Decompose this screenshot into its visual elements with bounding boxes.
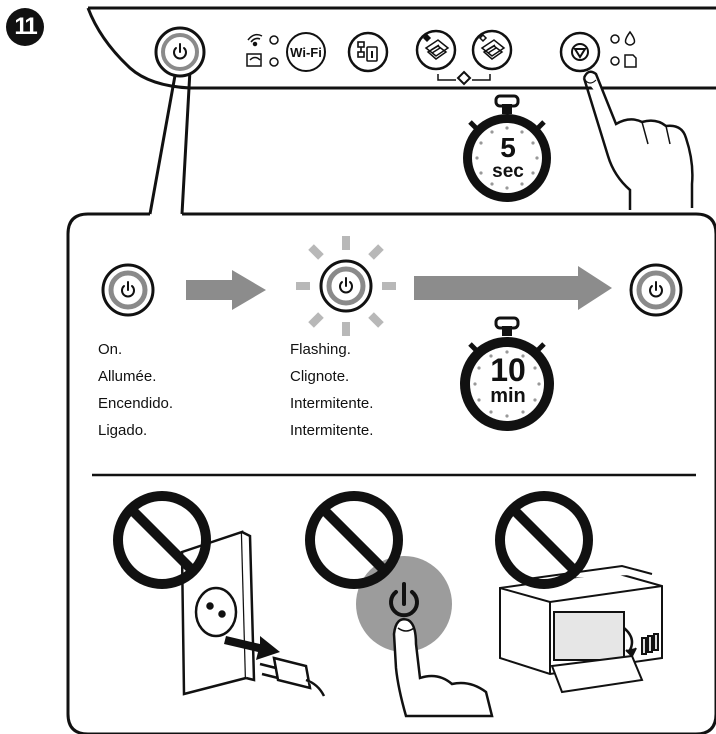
network-status-button[interactable]: [346, 30, 390, 74]
caption-on-pt: Ligado.: [98, 422, 148, 439]
stop-icon: [571, 43, 589, 61]
copy-buttons-group: [415, 29, 513, 86]
wifi-icon: [247, 33, 279, 47]
stopwatch-10-min: [460, 316, 554, 431]
caption-flashing-en: Flashing.: [290, 341, 351, 358]
color-copy-button[interactable]: [471, 29, 513, 71]
timer-10-unit: min: [490, 385, 526, 407]
wifi-button-label: Wi-Fi: [290, 44, 322, 60]
paper-icon: [624, 54, 637, 68]
bw-copy-icon: [422, 33, 450, 60]
prohibited-icon: [495, 491, 593, 589]
wall-outlet-illustration: [180, 530, 256, 696]
network-info-icon: [357, 41, 378, 62]
panel-power-button[interactable]: [152, 24, 208, 80]
power-icon: [389, 582, 419, 618]
caption-on: On. Allumée. Encendido. Ligado.: [98, 336, 173, 444]
unplug-arrow: [224, 636, 280, 660]
caption-flashing-pt: Intermitente.: [290, 422, 374, 439]
timer-5-unit: sec: [492, 161, 524, 182]
ink-tank-windows: [641, 633, 659, 655]
zoom-connector-lines: [148, 69, 192, 215]
power-light-on: [101, 263, 155, 317]
stop-button[interactable]: [556, 28, 606, 78]
prohibited-icon: [305, 491, 403, 589]
prohibited-press-power: [305, 491, 494, 718]
pressing-finger: [392, 618, 494, 718]
wifi-button[interactable]: Wi-Fi: [286, 32, 326, 72]
wifi-direct-icon: [246, 53, 279, 67]
color-copy-icon: [478, 33, 506, 60]
caption-on-en: On.: [98, 341, 123, 358]
power-icon: [121, 281, 135, 298]
stopwatch-5-sec: [463, 94, 551, 202]
combined-press-indicator: [437, 70, 491, 86]
power-icon: [339, 277, 353, 294]
timer-10-value: 10: [490, 352, 526, 388]
detail-panel-outline: [66, 212, 716, 734]
printer-illustration: [499, 564, 663, 694]
caption-flashing-fr: Clignote.: [290, 368, 350, 385]
timer-5-value: 5: [500, 132, 516, 163]
power-light-flashing: [296, 236, 396, 336]
stopwatch-ticks: [473, 350, 541, 418]
control-panel-outline: [86, 6, 716, 90]
pressing-finger-illustration: [582, 70, 694, 210]
power-plug-illustration: [259, 656, 326, 697]
caption-on-fr: Allumée.: [98, 368, 157, 385]
arrow-to-on: [414, 266, 612, 310]
power-icon: [173, 43, 187, 60]
ink-drop-icon: [624, 30, 636, 46]
flash-rays: [296, 236, 396, 336]
bw-copy-button[interactable]: [415, 29, 457, 71]
prohibited-open-cover: [495, 491, 663, 694]
step-number-badge: 11: [6, 8, 44, 46]
prohibited-unplug: [113, 491, 326, 697]
caption-on-es: Encendido.: [98, 395, 174, 412]
caption-flashing-es: Intermitente.: [290, 395, 374, 412]
power-icon: [649, 281, 663, 298]
arrow-to-flashing: [186, 270, 266, 310]
prohibited-icon: [113, 491, 211, 589]
ink-paper-lights: [610, 30, 637, 68]
wifi-status-lights: [246, 33, 279, 67]
stopwatch-ticks: [475, 126, 539, 190]
caption-flashing: Flashing. Clignote. Intermitente. Interm…: [290, 336, 373, 444]
power-light-on-final: [629, 263, 683, 317]
